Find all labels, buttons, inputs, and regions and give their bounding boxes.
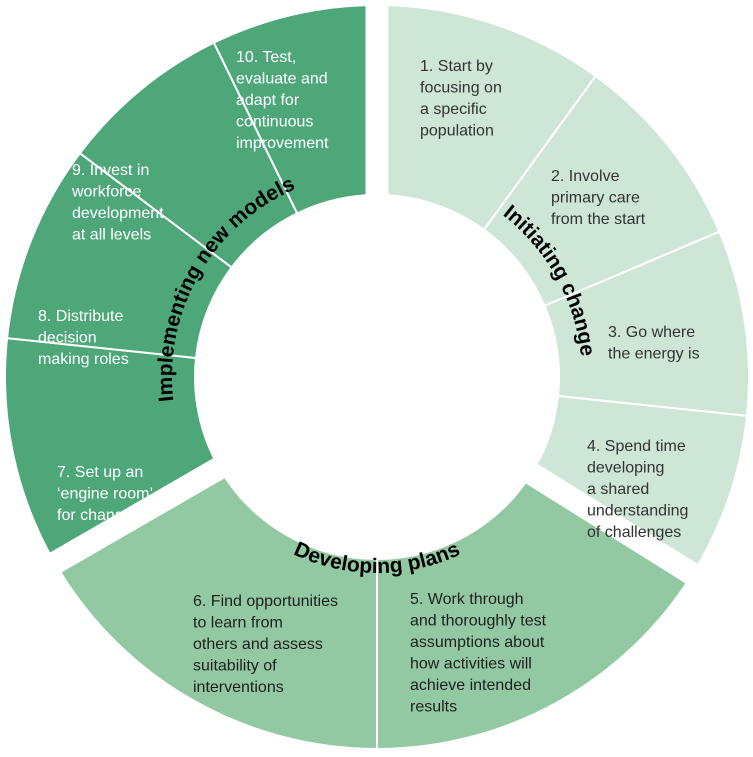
step-text-line: 3. Go where: [608, 324, 695, 341]
step-text-line: achieve intended: [410, 677, 531, 694]
step-text-line: how activities will: [410, 656, 532, 673]
phase-group-initiating: [376, 3, 750, 576]
phase-group-implementing: [4, 3, 378, 565]
step-text-line: assumptions about: [410, 634, 545, 651]
step-text-line: making roles: [38, 351, 129, 368]
step-text-line: 7. Set up an: [57, 464, 143, 481]
step-text-line: 2. Involve: [551, 168, 620, 185]
implementing-step-3-text: 9. Invest in workforce development at all l…: [71, 162, 164, 244]
step-text-line: to learn from: [193, 615, 283, 632]
step-text-line: suitability of: [193, 658, 277, 675]
developing-step-2-segment: [53, 466, 378, 751]
step-text-line: population: [420, 123, 494, 140]
step-text-line: primary care: [551, 190, 640, 207]
implementing-step-4-text: 10. Test, evaluate and adapt for continuous…: [236, 49, 329, 152]
step-text-line: adapt for: [236, 92, 300, 109]
step-text-line: others and assess: [193, 636, 323, 653]
step-text-line: results: [410, 699, 457, 716]
developing-step-1-text: 5. Work through and thoroughly test assump…: [410, 591, 547, 716]
implementing-step-1-text: 7. Set up an ‘engine room’ for change: [57, 464, 153, 524]
initiating-step-2-text: 2. Involve primary care from the start: [551, 168, 646, 228]
step-text-line: from the start: [551, 211, 646, 228]
step-text-line: 9. Invest in: [72, 162, 149, 179]
step-text-line: and thoroughly test: [410, 613, 547, 630]
step-text-line: for change: [57, 507, 133, 524]
step-text-line: 4. Spend time: [587, 438, 686, 455]
step-text-line: evaluate and: [236, 71, 328, 88]
step-text-line: workforce: [71, 184, 141, 201]
step-text-line: 5. Work through: [410, 591, 524, 608]
step-text-line: 6. Find opportunities: [193, 593, 338, 610]
step-text-line: a specific: [420, 101, 487, 118]
step-text-line: developing: [587, 460, 664, 477]
implementing-step-2-text: 8. Distribute decision making roles: [38, 308, 129, 368]
step-text-line: development: [72, 205, 164, 222]
step-text-line: 1. Start by: [420, 58, 493, 75]
initiating-step-3-text: 3. Go where the energy is: [608, 324, 700, 363]
center-circle: [195, 195, 559, 559]
step-text-line: continuous: [236, 114, 313, 131]
step-text-line: interventions: [193, 679, 284, 696]
step-text-line: improvement: [236, 135, 329, 152]
step-text-line: 10. Test,: [236, 49, 296, 66]
step-text-line: ‘engine room’: [57, 486, 153, 503]
phase-separator-implementing: [45, 457, 227, 575]
step-text-line: a shared: [587, 481, 649, 498]
initiating-step-1-text: 1. Start by focusing on a specific populati…: [420, 58, 502, 140]
step-text-line: understanding: [587, 503, 688, 520]
developing-step-2-text: 6. Find opportunities to learn from others…: [193, 593, 338, 696]
step-text-line: the energy is: [608, 346, 700, 363]
step-text-line: decision: [38, 330, 97, 347]
step-text-line: 8. Distribute: [38, 308, 123, 325]
initiating-step-4-text: 4. Spend time developing a shared understan…: [587, 438, 688, 541]
step-text-line: focusing on: [420, 80, 502, 97]
step-text-line: at all levels: [72, 227, 151, 244]
step-text-line: of challenges: [587, 524, 681, 541]
phase-separator-developing: [523, 462, 702, 587]
